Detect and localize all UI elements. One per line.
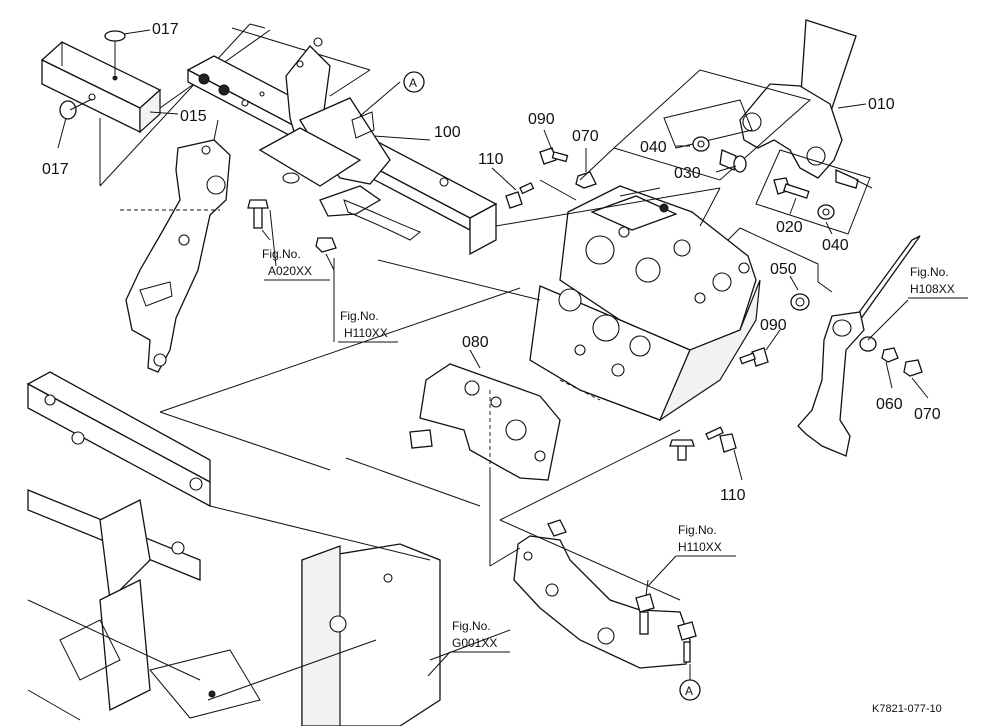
pin-030 xyxy=(719,149,747,173)
fig-ref-h108xx[interactable]: Fig.No. H108XX xyxy=(908,265,968,299)
part-label-017: 017 xyxy=(152,21,179,38)
washer-040-right xyxy=(817,204,835,220)
pedal-arm xyxy=(797,235,921,457)
fig-ref-code: A020XX xyxy=(268,264,312,278)
pedal-housing xyxy=(529,185,761,422)
arm-010 xyxy=(739,19,859,189)
part-label-060: 060 xyxy=(876,396,903,413)
part-label-040: 040 xyxy=(822,237,849,254)
reference-lines xyxy=(120,147,873,701)
callout-letter: A xyxy=(685,684,693,698)
fig-ref-g001xx[interactable]: Fig.No. G001XX xyxy=(427,619,510,677)
fig-ref-prefix: Fig.No. xyxy=(678,523,717,537)
part-label-017: 017 xyxy=(42,161,69,178)
callout-a-bottom: A xyxy=(679,679,701,701)
fig-ref-prefix: Fig.No. xyxy=(262,247,301,261)
fig-ref-prefix: Fig.No. xyxy=(910,265,949,279)
washer-060 xyxy=(859,336,877,352)
drawing-code: K7821-077-10 xyxy=(872,703,942,715)
bolt-lower-right xyxy=(635,593,697,663)
part-label-050: 050 xyxy=(770,261,797,278)
nut-h110-top xyxy=(315,237,337,253)
part-label-110: 110 xyxy=(478,151,504,168)
fig-ref-prefix: Fig.No. xyxy=(340,309,379,323)
part-label-080: 080 xyxy=(462,334,489,351)
pin-017-bottom xyxy=(59,98,93,120)
fig-ref-a020xx[interactable]: Fig.No. A020XX xyxy=(262,247,330,281)
bolt-090-top xyxy=(539,147,569,165)
nut-070-bottom xyxy=(903,359,923,377)
part-labels: 017 015 017 100 110 090 070 010 040 030 … xyxy=(42,21,941,504)
nut-060 xyxy=(881,347,899,363)
bracket-box-010 xyxy=(613,69,871,235)
bushing-050 xyxy=(790,293,810,311)
bolt-020 xyxy=(773,177,810,199)
washer-040-left xyxy=(692,136,710,152)
pedal-plate-080 xyxy=(409,363,561,481)
part-label-040: 040 xyxy=(640,139,667,156)
bolt-110-top xyxy=(505,182,535,209)
support-frame-100 xyxy=(186,37,498,256)
fig-ref-h110xx-top[interactable]: Fig.No. H110XX xyxy=(333,258,398,343)
part-label-100: 100 xyxy=(434,124,461,141)
fig-ref-code: G001XX xyxy=(452,636,497,650)
fig-ref-h110xx-bottom[interactable]: Fig.No. H110XX xyxy=(647,523,736,587)
part-label-090: 090 xyxy=(760,317,787,334)
part-label-070: 070 xyxy=(914,406,941,423)
part-label-030: 030 xyxy=(674,165,701,182)
callout-a-top: A xyxy=(403,71,425,93)
fig-ref-code: H110XX xyxy=(344,326,388,340)
spring-link xyxy=(343,199,421,241)
leader-lines xyxy=(57,29,929,680)
part-label-020: 020 xyxy=(776,219,803,236)
part-label-070: 070 xyxy=(572,128,599,145)
lower-bracket xyxy=(513,519,691,669)
bolt-a020 xyxy=(247,199,269,229)
pin-017-top xyxy=(104,30,126,81)
cross-member-015 xyxy=(40,41,162,134)
part-label-015: 015 xyxy=(180,108,207,125)
bolt-090-mid xyxy=(739,347,769,367)
stud-bottom xyxy=(669,439,695,461)
part-label-010: 010 xyxy=(868,96,895,113)
fig-ref-prefix: Fig.No. xyxy=(452,619,491,633)
fig-ref-code: H108XX xyxy=(910,282,955,296)
pedal-bracket-left xyxy=(125,119,231,373)
fig-ref-code: H110XX xyxy=(678,540,722,554)
part-label-110: 110 xyxy=(720,487,746,504)
bolt-110-bottom xyxy=(705,426,737,453)
chassis-frame xyxy=(26,371,441,726)
callout-letter: A xyxy=(409,76,417,90)
part-label-090: 090 xyxy=(528,111,555,128)
